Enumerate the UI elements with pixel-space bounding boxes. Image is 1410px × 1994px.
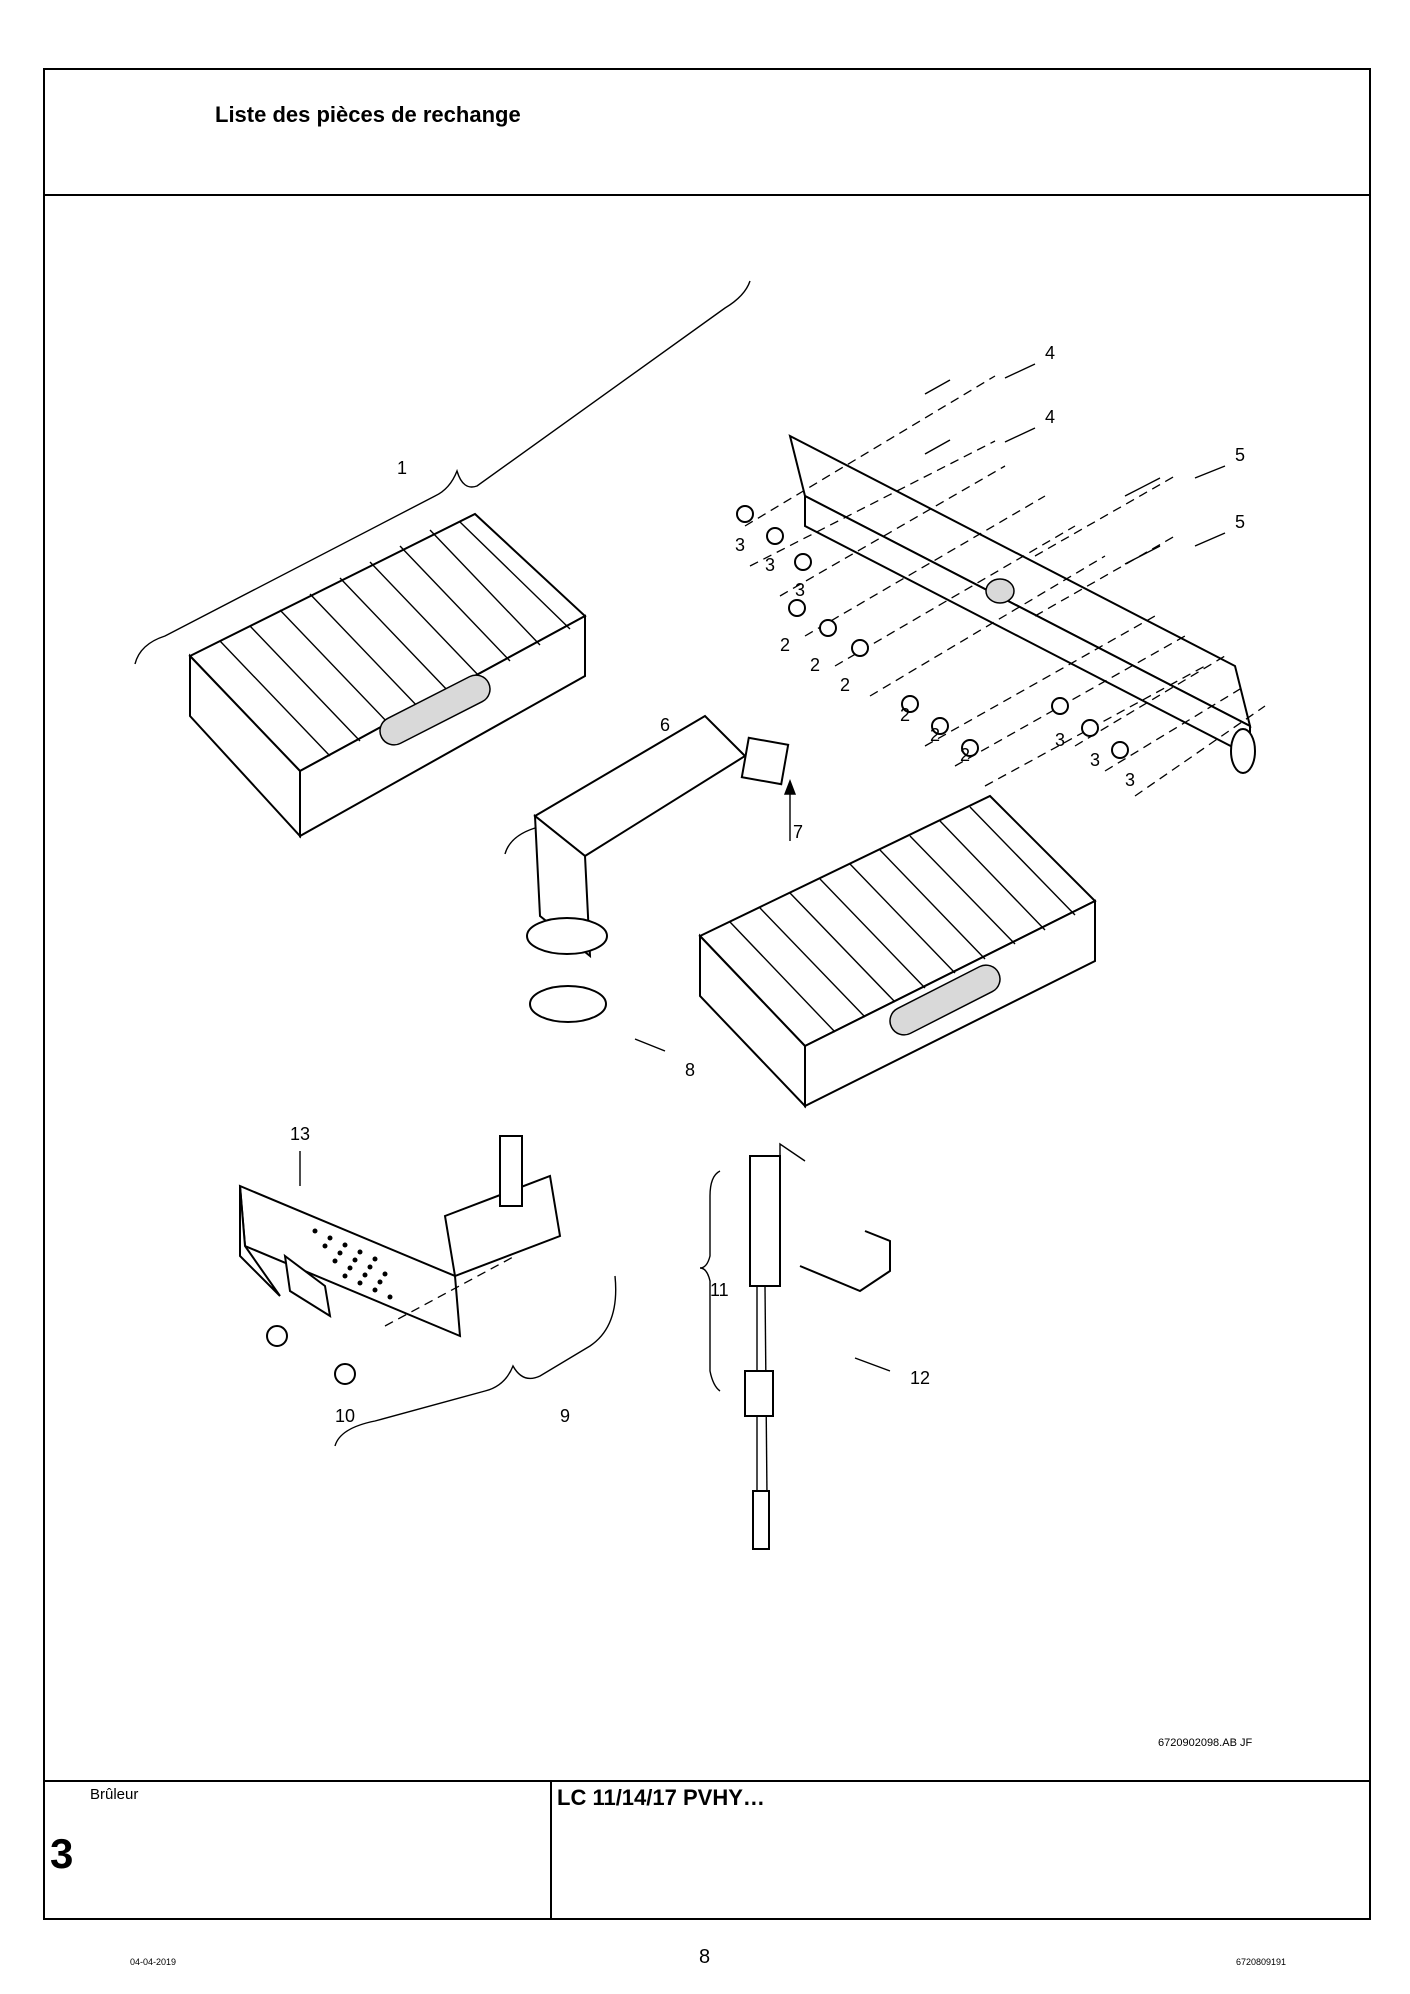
drawing-reference: 6720902098.AB JF bbox=[1158, 1737, 1253, 1749]
callout-4b: 4 bbox=[1045, 407, 1055, 427]
model-name: LC 11/14/17 PVHY… bbox=[557, 1785, 765, 1810]
doc-number: 6720809191 bbox=[1236, 1957, 1287, 1967]
section-name: Brûleur bbox=[90, 1786, 139, 1803]
callout-3a: 3 bbox=[735, 535, 745, 555]
callout-3b: 3 bbox=[765, 555, 775, 575]
heat-shield-plate bbox=[238, 1184, 462, 1338]
callout-13: 13 bbox=[290, 1124, 310, 1144]
page-title: Liste des pièces de rechange bbox=[215, 102, 521, 127]
callout-10: 10 bbox=[335, 1406, 355, 1426]
exploded-burner-drawing: 1 3 3 3 4 4 5 5 2 2 2 2 2 2 3 3 3 6 7 8 … bbox=[134, 280, 1266, 1550]
callout-3d: 3 bbox=[1055, 730, 1065, 750]
burner-block-right bbox=[698, 794, 1097, 1109]
page-frame bbox=[43, 68, 1371, 1920]
electrode-assembly bbox=[384, 1135, 562, 1327]
callout-2b: 2 bbox=[810, 655, 820, 675]
manifold-bar bbox=[788, 434, 1256, 774]
footer-date: 04-04-2019 bbox=[130, 1957, 177, 1967]
bracket-9 bbox=[334, 1275, 617, 1447]
callout-3e: 3 bbox=[1090, 750, 1100, 770]
callout-5a: 5 bbox=[1235, 445, 1245, 465]
callout-12: 12 bbox=[910, 1368, 930, 1388]
o-ring bbox=[529, 985, 607, 1023]
callout-2e: 2 bbox=[930, 725, 940, 745]
callout-3f: 3 bbox=[1125, 770, 1135, 790]
screws-10 bbox=[266, 1325, 356, 1385]
callout-5b: 5 bbox=[1235, 512, 1245, 532]
footer-column-divider bbox=[550, 1780, 552, 1920]
section-number: 3 bbox=[50, 1830, 74, 1877]
screws-4-5 bbox=[924, 379, 1161, 565]
callout-4a: 4 bbox=[1045, 343, 1055, 363]
header-divider bbox=[43, 194, 1371, 196]
callout-3c: 3 bbox=[795, 580, 805, 600]
bracket-1 bbox=[134, 280, 751, 665]
burner-block-left bbox=[188, 512, 587, 839]
callout-7: 7 bbox=[793, 822, 803, 842]
page-number: 8 bbox=[699, 1946, 711, 1968]
retaining-clip bbox=[799, 1230, 891, 1293]
callout-11: 11 bbox=[710, 1280, 729, 1300]
callout-8: 8 bbox=[685, 1060, 695, 1080]
callout-2c: 2 bbox=[840, 675, 850, 695]
callout-2a: 2 bbox=[780, 635, 790, 655]
callout-2d: 2 bbox=[900, 705, 910, 725]
nozzles bbox=[736, 505, 1129, 759]
footer-divider bbox=[43, 1780, 1371, 1782]
bracket-11 bbox=[699, 1170, 721, 1392]
nozzle-lines bbox=[744, 375, 1266, 797]
ignition-housing bbox=[526, 714, 790, 959]
callout-6: 6 bbox=[660, 715, 670, 735]
callout-2f: 2 bbox=[960, 745, 970, 765]
callout-labels: 1 3 3 3 4 4 5 5 2 2 2 2 2 2 3 3 3 6 7 8 … bbox=[290, 343, 1245, 1426]
flame-sensor bbox=[744, 1142, 806, 1550]
callout-9: 9 bbox=[560, 1406, 570, 1426]
callout-1: 1 bbox=[397, 458, 407, 478]
leader-arrows bbox=[299, 363, 1226, 1372]
